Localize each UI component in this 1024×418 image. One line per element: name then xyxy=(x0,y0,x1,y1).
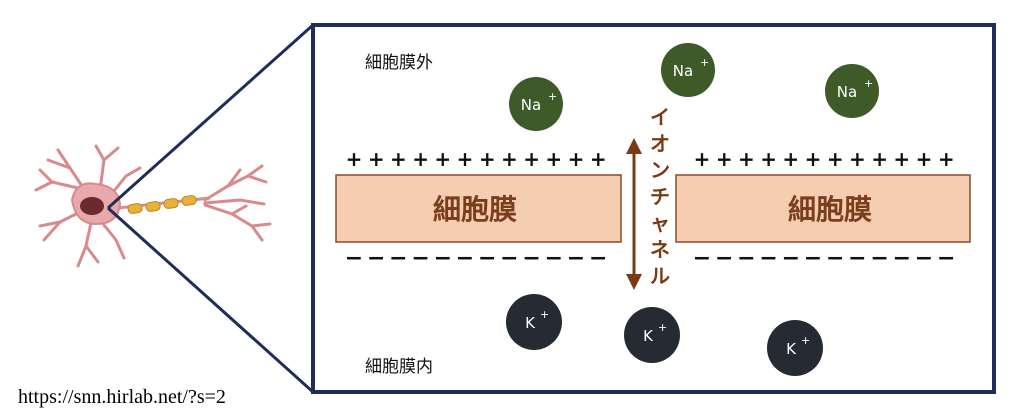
charge-symbol: + xyxy=(545,147,562,171)
charge-symbol: − xyxy=(567,246,585,271)
charge-symbol: − xyxy=(345,246,363,271)
na-ion: Na + xyxy=(825,64,879,118)
charge-symbol: − xyxy=(848,246,866,271)
ion-channel-label-char: ネ xyxy=(650,238,670,262)
charge-symbol: − xyxy=(478,246,496,271)
k-charge: + xyxy=(658,321,667,334)
na-charge: + xyxy=(548,90,557,103)
charge-symbol: − xyxy=(937,246,955,271)
neuron-icon xyxy=(34,144,272,268)
k-symbol: K xyxy=(643,327,654,345)
charge-symbol: + xyxy=(871,147,888,171)
svg-text:Na: Na xyxy=(521,96,541,114)
charge-symbol: − xyxy=(737,246,755,271)
charge-symbol: − xyxy=(522,246,540,271)
charge-symbol: − xyxy=(545,246,563,271)
charge-symbol: + xyxy=(738,147,755,171)
charge-symbol: − xyxy=(589,246,607,271)
na-symbol: Na xyxy=(673,62,693,80)
k-symbol: K xyxy=(525,314,536,332)
k-ion: K + xyxy=(624,307,680,363)
charge-symbol: + xyxy=(805,147,822,171)
charge-symbol: + xyxy=(590,147,607,171)
charge-symbol: + xyxy=(849,147,866,171)
membrane-right xyxy=(675,174,971,243)
na-symbol: Na xyxy=(521,96,541,114)
svg-text:Na: Na xyxy=(673,62,693,80)
charge-symbol: − xyxy=(915,246,933,271)
ion-channel-label-char: ン xyxy=(650,158,670,182)
charge-symbol: + xyxy=(434,147,451,171)
charge-symbol: + xyxy=(916,147,933,171)
charge-symbol: − xyxy=(826,246,844,271)
outside-label: 細胞膜外 xyxy=(365,53,433,73)
ion-channel-label-char: チ xyxy=(650,185,670,209)
charge-symbol: + xyxy=(368,147,385,171)
na-ion: Na + xyxy=(661,43,715,97)
k-ion: K + xyxy=(767,320,823,376)
charge-symbol: + xyxy=(760,147,777,171)
k-charge: + xyxy=(801,334,810,347)
na-symbol: Na xyxy=(837,83,857,101)
positive-charges-left: ++++++++++++ xyxy=(346,147,607,171)
ion-channel-label-char: ル xyxy=(650,264,670,288)
charge-symbol: − xyxy=(693,246,711,271)
charge-symbol: + xyxy=(827,147,844,171)
charge-symbol: − xyxy=(870,246,888,271)
k-symbol: K xyxy=(786,340,797,358)
ion-channel-label-char: オ xyxy=(650,132,670,156)
charge-symbol: − xyxy=(893,246,911,271)
charge-symbol: − xyxy=(456,246,474,271)
charge-symbol: + xyxy=(893,147,910,171)
charge-symbol: − xyxy=(715,246,733,271)
k-ion: K + xyxy=(506,294,562,350)
charge-symbol: + xyxy=(716,147,733,171)
charge-symbol: + xyxy=(938,147,955,171)
na-charge: + xyxy=(864,77,873,90)
na-ion: Na + xyxy=(509,77,563,131)
na-charge: + xyxy=(700,56,709,69)
charge-symbol: + xyxy=(501,147,518,171)
membrane-left-label: 細胞膜 xyxy=(433,193,517,226)
membrane-right-label: 細胞膜 xyxy=(788,193,872,226)
charge-symbol: − xyxy=(367,246,385,271)
charge-symbol: + xyxy=(346,147,363,171)
charge-symbol: − xyxy=(411,246,429,271)
charge-symbol: + xyxy=(568,147,585,171)
svg-text:Na: Na xyxy=(837,83,857,101)
charge-symbol: + xyxy=(390,147,407,171)
charge-symbol: + xyxy=(694,147,711,171)
k-charge: + xyxy=(540,308,549,321)
charge-symbol: + xyxy=(412,147,429,171)
charge-symbol: − xyxy=(434,246,452,271)
charge-symbol: − xyxy=(500,246,518,271)
negative-charges-right: −−−−−−−−−−−− xyxy=(693,246,956,271)
ion-channel-label-char: イ xyxy=(650,105,670,129)
double-arrow-icon xyxy=(626,138,642,290)
negative-charges-left: −−−−−−−−−−−− xyxy=(345,246,608,271)
charge-symbol: + xyxy=(523,147,540,171)
ion-channel-label-char: ャ xyxy=(650,211,670,235)
charge-symbol: + xyxy=(457,147,474,171)
zoom-line-top xyxy=(107,23,314,210)
membrane-left xyxy=(335,174,622,243)
positive-charges-right: ++++++++++++ xyxy=(694,147,955,171)
charge-symbol: + xyxy=(782,147,799,171)
inside-label: 細胞膜内 xyxy=(365,357,433,377)
source-url: https://snn.hirlab.net/?s=2 xyxy=(18,386,226,408)
charge-symbol: + xyxy=(479,147,496,171)
charge-symbol: − xyxy=(804,246,822,271)
zoom-line-bottom xyxy=(106,206,315,394)
charge-symbol: − xyxy=(759,246,777,271)
charge-symbol: − xyxy=(389,246,407,271)
charge-symbol: − xyxy=(782,246,800,271)
